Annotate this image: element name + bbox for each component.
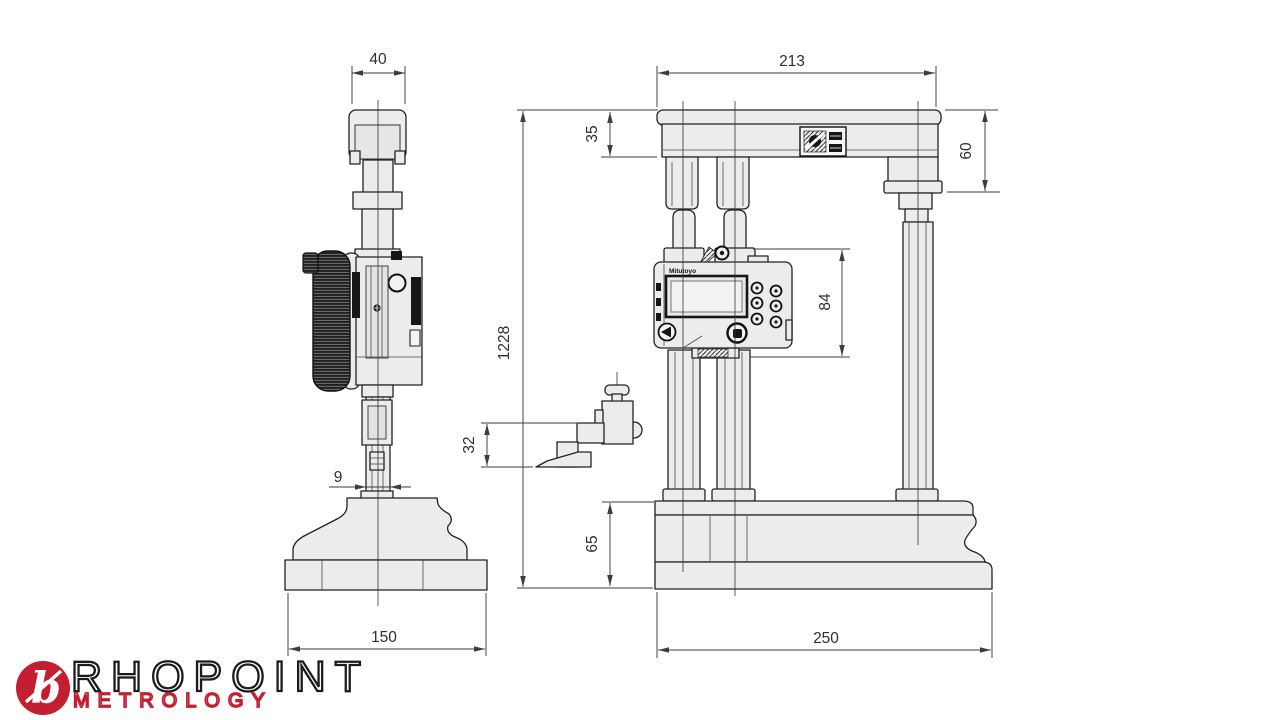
beam-end-block (887, 156, 939, 183)
dim-display-height: 84 (817, 293, 834, 311)
dim-beam-top-height: 35 (584, 125, 601, 142)
scriber-clamp (601, 400, 634, 445)
beam-leg-right (716, 156, 750, 210)
beam-leg-left (665, 156, 699, 210)
dim-overall-height: 1228 (496, 326, 513, 360)
knurled-dial-drum (312, 250, 351, 392)
label-strip-right (411, 277, 421, 325)
label-strip-left (352, 272, 360, 318)
dim-front-base-width: 250 (813, 630, 839, 647)
scriber-blade (535, 451, 592, 468)
logo-slash (24, 669, 63, 704)
brand-name: RHOPOINT (71, 653, 370, 701)
beam-cap (656, 109, 942, 126)
side-base (292, 497, 468, 561)
dim-knob-width: 40 (369, 51, 387, 68)
dim-side-base-width: 150 (371, 629, 397, 646)
front-view-digital-gauge: Mitutoyo (535, 101, 993, 596)
bearing-circle (387, 273, 407, 293)
dim-scriber-height: 32 (461, 436, 478, 453)
front-base (654, 500, 993, 590)
dim-beam-width: 213 (779, 53, 805, 70)
brand-division: METROLOGY (73, 690, 273, 712)
side-knob (302, 252, 319, 274)
column-right (716, 349, 751, 497)
display-brand-text: Mitutoyo (669, 268, 696, 275)
column-left (667, 349, 701, 497)
dim-base-height: 65 (584, 535, 601, 552)
mitutoyo-emblem-icon (799, 126, 847, 157)
dimensions: 40 213 1228 35 60 84 32 9 (287, 51, 1000, 658)
dim-slider-width: 9 (334, 469, 343, 486)
logo-b-mark-icon: b (31, 664, 61, 714)
side-base-slab (284, 559, 488, 591)
side-view-dial-gauge (284, 100, 488, 606)
clamp-lever (699, 245, 730, 265)
digital-display-unit: Mitutoyo (653, 255, 793, 349)
dim-beam-end-height: 60 (958, 142, 975, 160)
rhopoint-logo: b RHOPOINT METROLOGY (16, 652, 370, 715)
scriber-assembly (535, 372, 643, 468)
